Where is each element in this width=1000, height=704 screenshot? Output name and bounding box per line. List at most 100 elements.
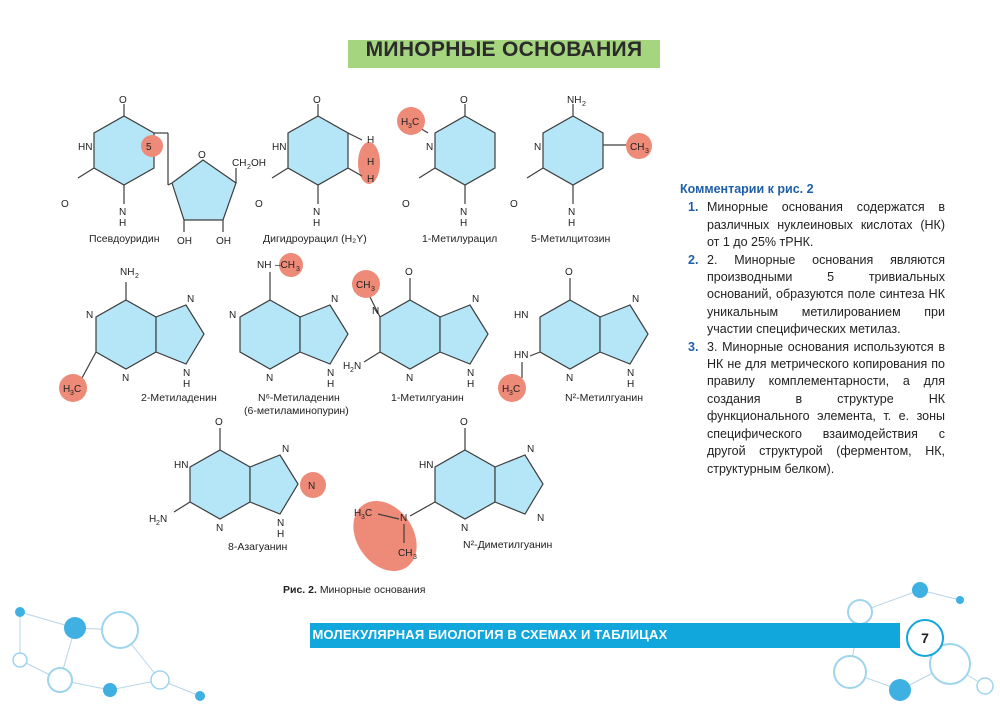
azaguanine-label: 8-Азагуанин — [228, 541, 287, 553]
svg-text:3: 3 — [408, 123, 412, 130]
svg-text:OH: OH — [216, 236, 231, 247]
svg-text:3: 3 — [509, 390, 513, 397]
svg-text:3: 3 — [296, 266, 300, 273]
svg-text:H: H — [149, 514, 156, 525]
svg-text:2: 2 — [350, 367, 354, 374]
svg-text:N: N — [277, 518, 284, 529]
svg-text:N: N — [568, 207, 575, 218]
dihydrouracil-structure: O HN O N H H H H Дигидроурацил (H₂Y) — [255, 95, 380, 245]
svg-text:O: O — [405, 267, 413, 278]
svg-text:5: 5 — [146, 142, 152, 153]
svg-text:N: N — [632, 294, 639, 305]
comment-number: 3. — [688, 339, 699, 354]
footer-band — [310, 623, 900, 648]
svg-text:N: N — [354, 361, 361, 372]
svg-text:O: O — [119, 95, 127, 106]
svg-text:N: N — [406, 373, 413, 384]
svg-text:OH: OH — [251, 158, 266, 169]
svg-text:N: N — [527, 444, 534, 455]
svg-text:N: N — [461, 523, 468, 534]
svg-text:O: O — [313, 95, 321, 106]
svg-text:HN: HN — [514, 310, 528, 321]
svg-text:–CH: –CH — [275, 260, 295, 271]
svg-text:2: 2 — [247, 164, 251, 171]
svg-text:3: 3 — [645, 148, 649, 155]
svg-text:H: H — [343, 361, 350, 372]
svg-text:3: 3 — [371, 286, 375, 293]
svg-text:O: O — [460, 95, 468, 106]
footer-title: МОЛЕКУЛЯРНАЯ БИОЛОГИЯ В СХЕМАХ И ТАБЛИЦА… — [312, 627, 668, 642]
page-number: 7 — [906, 619, 944, 657]
methyluracil-label: 1-Метилурацил — [422, 233, 497, 245]
comment-text: 2. Минорные основания являются производн… — [707, 252, 945, 337]
svg-text:H: H — [367, 174, 374, 185]
svg-text:N: N — [472, 294, 479, 305]
methylcytosine-label: 5-Метилцитозин — [531, 233, 610, 245]
svg-text:3: 3 — [361, 514, 365, 521]
svg-text:H: H — [460, 218, 467, 229]
svg-text:N: N — [229, 310, 236, 321]
svg-text:N: N — [187, 294, 194, 305]
comment-item: 2.2. Минорные основания являются произво… — [680, 252, 945, 339]
svg-text:N: N — [537, 513, 544, 524]
svg-text:H: H — [327, 379, 334, 390]
svg-text:H: H — [502, 384, 509, 395]
svg-text:C: C — [74, 384, 81, 395]
methylguanine1-label: 1-Метилгуанин — [391, 392, 464, 404]
svg-text:N: N — [313, 207, 320, 218]
svg-text:NH: NH — [120, 267, 134, 278]
svg-text:H: H — [277, 529, 284, 540]
svg-text:H: H — [627, 379, 634, 390]
svg-text:H: H — [367, 135, 374, 146]
comment-text: Минорные основания содержатся в различны… — [707, 200, 945, 250]
svg-text:CH: CH — [630, 142, 644, 153]
svg-text:N: N — [282, 444, 289, 455]
dimethylguanine-label: N²-Диметилгуанин — [463, 539, 553, 551]
svg-text:C: C — [365, 508, 372, 519]
svg-text:O: O — [460, 417, 468, 428]
svg-text:O: O — [255, 199, 263, 210]
svg-text:CH: CH — [232, 158, 246, 169]
svg-text:HN: HN — [272, 142, 286, 153]
svg-text:N: N — [119, 207, 126, 218]
svg-text:H: H — [183, 379, 190, 390]
methyladenine6-label-1: N⁶-Метиладенин — [258, 392, 340, 404]
svg-text:H: H — [119, 218, 126, 229]
svg-text:N: N — [183, 368, 190, 379]
svg-text:N: N — [122, 373, 129, 384]
svg-text:N: N — [460, 207, 467, 218]
svg-text:N: N — [216, 523, 223, 534]
svg-text:H: H — [367, 157, 374, 168]
comment-number: 1. — [688, 200, 699, 215]
svg-text:O: O — [565, 267, 573, 278]
svg-text:N: N — [327, 368, 334, 379]
svg-text:N: N — [426, 142, 433, 153]
molecule-network-decoration — [12, 589, 994, 697]
svg-text:O: O — [402, 199, 410, 210]
svg-text:N: N — [86, 310, 93, 321]
comments-list: 1. Минорные основания содержатся в различ… — [680, 199, 945, 478]
molecule-network-dots — [15, 582, 964, 701]
dihydrouracil-label: Дигидроурацил (H₂Y) — [263, 233, 367, 245]
svg-text:CH: CH — [398, 548, 412, 559]
svg-text:HN: HN — [514, 350, 528, 361]
svg-text:N: N — [467, 368, 474, 379]
svg-text:O: O — [198, 150, 206, 161]
svg-text:2: 2 — [135, 273, 139, 280]
svg-text:N: N — [331, 294, 338, 305]
svg-text:N: N — [400, 513, 407, 524]
svg-text:N: N — [266, 373, 273, 384]
svg-text:O: O — [215, 417, 223, 428]
svg-text:3: 3 — [413, 554, 417, 561]
svg-text:NH: NH — [567, 95, 581, 106]
svg-text:N: N — [308, 481, 315, 492]
